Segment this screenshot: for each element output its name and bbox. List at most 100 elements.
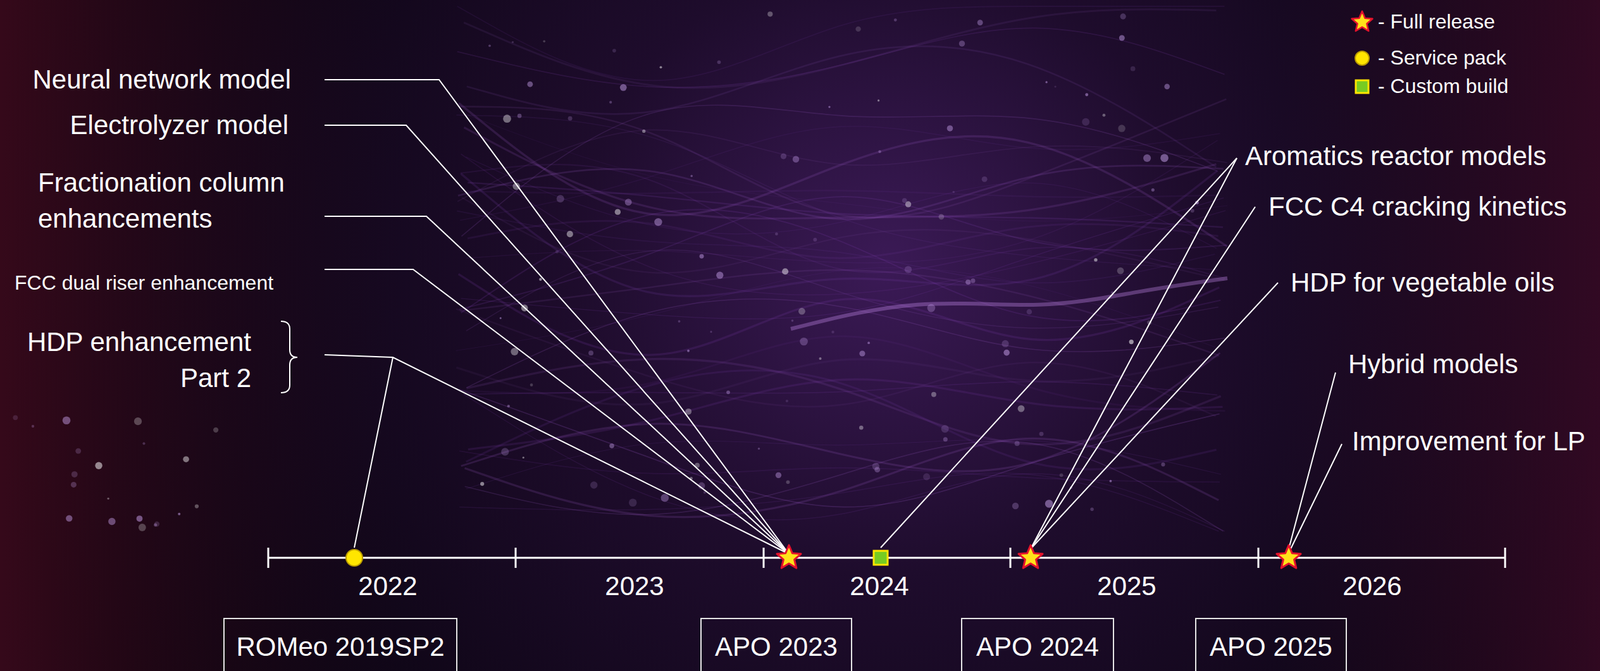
bokeh-dot <box>959 40 965 47</box>
bokeh-dot <box>1117 124 1126 133</box>
bokeh-dot <box>1026 309 1033 316</box>
swirl-stroke <box>464 438 1219 517</box>
bokeh-dot <box>831 330 834 334</box>
feature-label: Fractionation column enhancements <box>37 165 317 237</box>
bokeh-dot <box>786 480 791 484</box>
bokeh-dot <box>943 437 948 442</box>
bokeh-dot <box>1143 154 1151 162</box>
bokeh-dot <box>1160 462 1165 467</box>
bokeh-dot <box>1039 432 1044 437</box>
release-box: APO 2023 <box>700 618 853 671</box>
bokeh-dot <box>1117 267 1125 275</box>
swirl-stroke <box>467 182 1223 228</box>
bokeh-dot <box>878 149 881 153</box>
bokeh-dot <box>1164 84 1170 90</box>
legend-circle-symbol <box>1355 51 1370 66</box>
bokeh-dot <box>819 357 822 360</box>
swirl-stroke <box>459 451 1220 483</box>
bokeh-dot <box>106 497 109 500</box>
swirl-stroke <box>466 140 1218 264</box>
swirl-stroke <box>463 9 1216 89</box>
bokeh-dot <box>154 521 160 527</box>
bokeh-dot <box>142 442 145 445</box>
bokeh-dot <box>904 266 912 274</box>
bokeh-dot <box>1130 66 1136 72</box>
year-label: 2023 <box>604 568 664 605</box>
bokeh-dot <box>556 194 565 203</box>
bokeh-dot <box>685 408 692 416</box>
release-box: ROMeo 2019SP2 <box>223 618 458 671</box>
bokeh-dot <box>716 272 724 280</box>
bokeh-dot <box>927 304 936 313</box>
swirl-stroke <box>458 273 1220 355</box>
bokeh-dot <box>799 337 808 347</box>
bokeh-dot <box>568 116 573 121</box>
bokeh-dot <box>620 84 627 92</box>
swirl-stroke <box>461 209 1222 321</box>
legend-square-symbol <box>1355 80 1369 94</box>
bokeh-dot <box>1085 93 1089 97</box>
swirl-stroke <box>456 355 1220 405</box>
bokeh-dot <box>687 349 690 353</box>
bokeh-dot <box>902 198 908 204</box>
bokeh-dot <box>542 40 546 44</box>
bokeh-dot <box>1045 499 1054 509</box>
leader-line <box>324 216 789 555</box>
leader-line <box>1288 372 1336 550</box>
year-label: 2026 <box>1342 568 1402 605</box>
bokeh-dot <box>177 513 181 516</box>
bokeh-dot <box>539 278 542 281</box>
bokeh-dot <box>12 415 18 421</box>
bokeh-dot <box>480 482 484 486</box>
bokeh-dot <box>981 176 988 183</box>
year-label: 2024 <box>849 568 909 605</box>
leader-line <box>324 79 789 555</box>
bokeh-dot <box>94 462 102 470</box>
release-name: ROMeo 2019SP2 <box>235 632 445 663</box>
bokeh-dot <box>194 504 199 509</box>
feature-label: FCC C4 cracking kinetics <box>1268 189 1567 226</box>
bokeh-dot <box>1090 508 1094 512</box>
bokeh-dot <box>717 60 722 64</box>
bokeh-dot <box>628 499 638 508</box>
bokeh-dot <box>661 494 669 502</box>
bokeh-dot <box>1014 440 1020 447</box>
bokeh-dot <box>213 427 219 433</box>
bokeh-dot <box>947 125 954 132</box>
bokeh-dot <box>798 308 806 316</box>
feature-label: Neural network model <box>32 62 292 99</box>
bokeh-dot <box>812 237 817 242</box>
bokeh-dot <box>625 198 633 206</box>
bokeh-dot <box>678 320 681 323</box>
year-label: 2022 <box>358 568 417 605</box>
bokeh-dot <box>590 481 598 490</box>
glow-streak <box>790 278 1228 329</box>
bokeh-dot <box>1003 349 1010 357</box>
bokeh-dot <box>931 392 937 398</box>
bokeh-dot <box>977 19 984 26</box>
swirl-stroke <box>461 198 1225 319</box>
bokeh-dot <box>1102 113 1106 118</box>
bokeh-dot <box>70 482 77 488</box>
service-pack-marker <box>346 549 363 567</box>
bokeh-dot <box>941 425 949 433</box>
bokeh-dot <box>791 319 794 323</box>
bokeh-dot <box>75 448 81 455</box>
bokeh-dot <box>775 472 782 479</box>
legend-star-symbol <box>1351 11 1373 32</box>
custom-build-marker <box>873 551 888 565</box>
bokeh-dot <box>501 447 509 456</box>
bokeh-dot <box>792 156 800 163</box>
bokeh-dot <box>938 213 945 220</box>
bokeh-dot <box>726 390 731 395</box>
bokeh-dot <box>138 523 147 532</box>
bokeh-dot <box>828 105 831 108</box>
leader-line <box>324 354 789 555</box>
leader-line <box>354 357 393 548</box>
bokeh-dot <box>1017 405 1025 413</box>
bokeh-dot <box>893 18 898 22</box>
bokeh-dot <box>654 218 662 226</box>
feature-label: Improvement for LP <box>1351 423 1586 460</box>
